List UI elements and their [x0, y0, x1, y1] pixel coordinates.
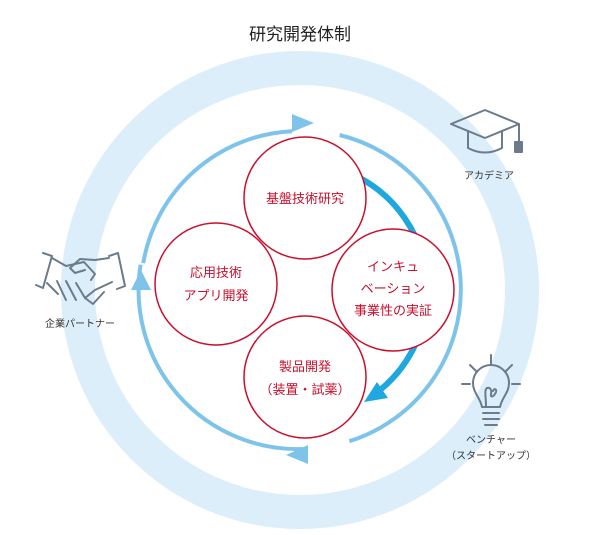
cycle-arc-right: [339, 133, 463, 444]
cycle-arrowhead-bottom: [286, 445, 308, 464]
stage-application-development: 応用技術 アプリ開発: [154, 222, 278, 346]
graduation-cap-icon: [450, 109, 523, 154]
stage-label-line-2: （装置・試薬）: [259, 382, 350, 398]
cycle-ring: [136, 129, 463, 452]
venture-label-line-1: ベンチャー: [466, 434, 516, 446]
stage-label-line-1: インキュ: [367, 260, 419, 275]
corporate-partner-label: 企業パートナー: [45, 317, 115, 330]
stage-label-line-2: ベーション: [361, 282, 426, 297]
inner-flow-arrowhead: [364, 382, 388, 402]
diagram-title: 研究開発体制: [249, 25, 351, 45]
stage-circle: [154, 222, 278, 346]
academia-label: アカデミア: [464, 169, 514, 182]
stage-label-line-1: 製品開発: [279, 360, 331, 375]
venture-partner: ベンチャー （スタートアップ）: [446, 354, 536, 462]
outer-ring: [61, 51, 539, 529]
lightbulb-icon: [461, 354, 521, 426]
stage-fundamental-research: 基盤技術研究: [243, 136, 367, 260]
stage-circle: [331, 228, 455, 352]
stage-label-line-2: アプリ開発: [183, 289, 248, 304]
corporate-partner: 企業パートナー: [35, 252, 126, 330]
cycle-arc-bottom-left: [136, 264, 303, 452]
cycle-arc-top-left: [141, 129, 293, 264]
stage-product-development: 製品開発 （装置・試薬）: [243, 315, 367, 439]
venture-label-line-2: （スタートアップ）: [446, 450, 536, 462]
stage-label: 基盤技術研究: [266, 192, 344, 207]
stage-label-line-1: 応用技術: [190, 266, 242, 281]
handshake-icon: [35, 252, 126, 305]
stage-circle: [243, 136, 367, 260]
stage-circle: [243, 315, 367, 439]
academia-partner: アカデミア: [450, 109, 523, 182]
cycle-arrowhead-top: [292, 114, 314, 132]
cycle-arrowhead-left: [131, 270, 151, 290]
stage-incubation: インキュ ベーション 事業性の実証: [331, 228, 455, 352]
stage-label-line-3: 事業性の実証: [354, 303, 432, 319]
